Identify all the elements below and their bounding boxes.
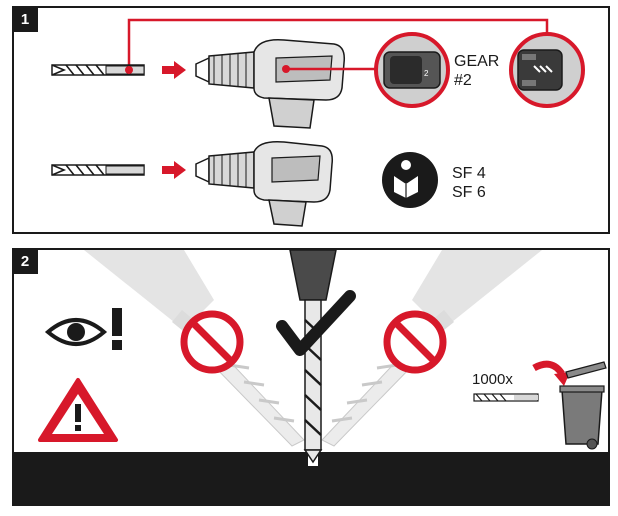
step-2-panel: 2 [12,248,610,506]
step-1-panel: 1 2 [12,6,610,234]
read-manual-icon [382,152,438,208]
connector-line [127,18,549,68]
warning-triangle-icon [38,378,118,442]
arrow-right-icon [162,61,186,79]
magnifier-icon [509,32,585,108]
drill-bit-icon [51,64,145,76]
drill-bit-icon [473,393,539,402]
count-label: 1000x [472,371,513,388]
arrow-right-icon [162,161,186,179]
step-1-illustration: 2 [51,18,585,227]
drill-icon [195,39,346,129]
sf-label-2: SF 6 [452,184,486,201]
arrow-curved-icon [532,360,570,386]
step-2-badge: 2 [14,250,38,274]
svg-text:2: 2 [424,69,429,78]
gear-number: #2 [454,72,472,89]
magnifier-icon: 2 [374,32,450,108]
drill-icon [195,140,334,227]
prohibited-icon [383,310,447,374]
check-icon [276,290,356,356]
step-2-illustration [14,250,608,504]
drill-bit-icon [51,164,145,176]
gear-label: GEAR [454,53,500,70]
step-1-badge: 1 [14,8,38,32]
prohibited-icon [180,310,244,374]
eye-icon [44,318,108,346]
sf-label-1: SF 4 [452,165,486,182]
drill-bit-icon [289,250,337,464]
exclamation-icon [112,308,122,350]
trash-bin-icon [559,361,607,450]
